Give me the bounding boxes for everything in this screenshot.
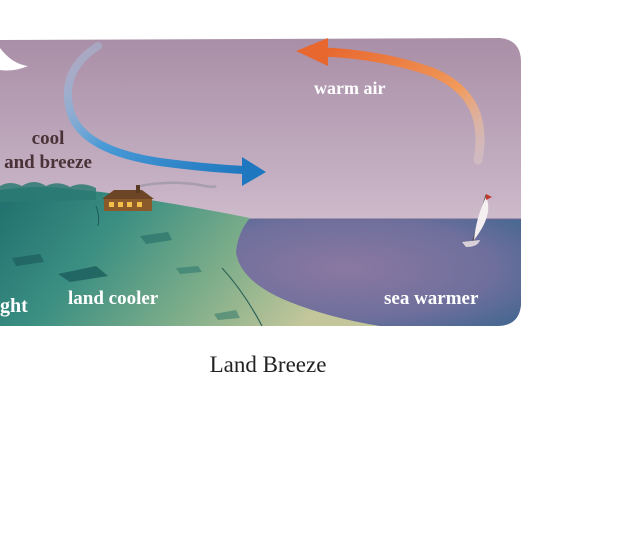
diagram-caption: Land Breeze (209, 352, 327, 377)
tree-line (0, 182, 96, 202)
land-patch (12, 254, 44, 266)
cool-breeze-label-line2: and breeze (4, 152, 92, 173)
warm-air-arrow (296, 38, 485, 165)
land-label: land cooler (68, 288, 159, 309)
night-label: ght (0, 295, 28, 317)
moon-icon (0, 48, 28, 71)
land-patch (214, 310, 240, 320)
cool-breeze-arrow (63, 42, 266, 186)
cool-breeze-label-line1: cool (31, 128, 65, 149)
land-patch (176, 266, 202, 274)
land-patch (58, 266, 108, 282)
sea-label: sea warmer (384, 288, 479, 309)
land-crack (221, 267, 263, 326)
warm-air-label: warm air (314, 78, 386, 98)
land (0, 187, 380, 326)
sailboat-icon (462, 194, 492, 247)
house-icon (102, 181, 217, 211)
land-patch (140, 232, 172, 244)
land-crack (95, 205, 100, 227)
